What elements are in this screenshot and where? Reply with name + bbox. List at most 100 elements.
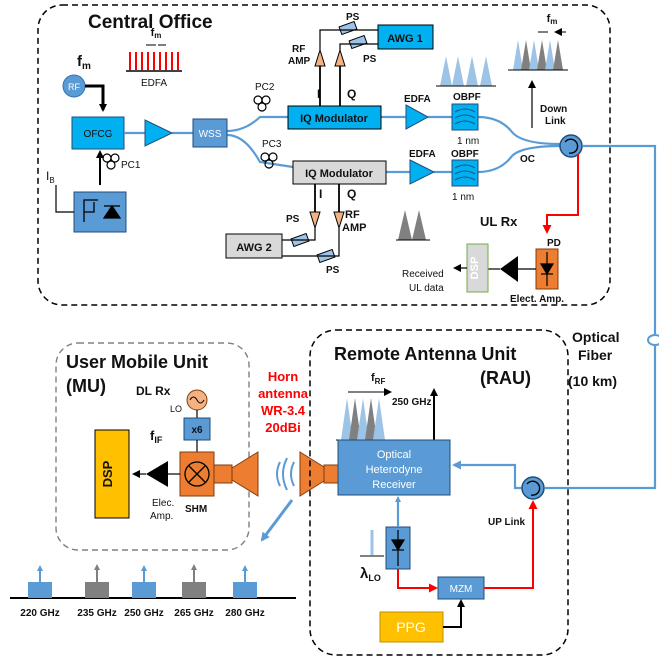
fiber-label-1: Optical [572, 329, 619, 345]
spectrum-label-280: 280 GHz [225, 608, 264, 619]
mu-dsp-block [94, 429, 130, 519]
spectrum-label-235: 235 GHz [77, 608, 116, 619]
frf-label: fRF [371, 372, 385, 386]
mu-horn-antenna-icon [231, 451, 259, 497]
pc1-label: PC1 [121, 160, 141, 171]
ul-rx-label: UL Rx [480, 214, 518, 229]
pc2-icon [253, 95, 271, 112]
iq-modulator-top-label: IQ Modulator [300, 113, 369, 125]
receiver-label-3: Receiver [372, 479, 416, 491]
down-link-label-2: Link [545, 116, 566, 127]
lo-sine-icon [189, 396, 205, 404]
obpf-top-icon [454, 108, 476, 125]
photodiode-icon [539, 252, 555, 286]
rf-to-ofcg-arrow [85, 84, 107, 112]
spectrum-label-220: 220 GHz [20, 608, 59, 619]
rf-amp-bottom-2 [333, 211, 345, 230]
received-label-2: UL data [409, 283, 444, 294]
lo-label: LO [170, 404, 182, 414]
awg1-label: AWG 1 [387, 33, 422, 45]
lambda-lo-marker [360, 530, 384, 557]
edfa-top-label: EDFA [404, 94, 431, 105]
fm-label: fm [77, 53, 91, 72]
fiber-spool-icon [647, 334, 659, 346]
mu-elec-amp-label-2: Amp. [150, 511, 173, 522]
awg1-i-path [319, 29, 378, 50]
rau-horn-waveguide [323, 464, 339, 484]
awg2-block [225, 233, 283, 259]
receiver-label-2: Heterodyne [366, 464, 423, 476]
lo-to-mzm-red [397, 569, 438, 593]
rau-boundary [309, 329, 569, 656]
up-link-label: UP Link [488, 517, 525, 528]
circulator-to-receiver [452, 460, 522, 490]
rau-circulator-arrow [526, 480, 541, 496]
pc2-label: PC2 [255, 82, 275, 93]
rau-horn-antenna-icon [299, 451, 325, 497]
awg2-label: AWG 2 [236, 242, 271, 254]
downlink-spectrum [508, 40, 568, 71]
awg1-q-path [339, 43, 378, 50]
mzm-to-circulator-red [484, 500, 538, 589]
rf-amp-top-2 [334, 48, 346, 67]
awg2-q-path [282, 228, 340, 257]
pc3-label: PC3 [262, 139, 282, 150]
edfa-top-amplifier [405, 104, 430, 130]
fif-label: fIF [150, 428, 163, 445]
mu-elec-amp-triangle [146, 461, 168, 487]
ps-bottom-label-1: PS [286, 214, 300, 225]
iq-top-q-label: Q [347, 87, 356, 101]
spectrum-label-265: 265 GHz [174, 608, 213, 619]
rau-250ghz-label: 250 GHz [392, 397, 431, 408]
dl-rx-label: DL Rx [136, 384, 171, 398]
iq-bottom-i-label: I [319, 187, 322, 201]
received-label-1: Received [402, 269, 444, 280]
rf-amp-bottom-1 [309, 211, 321, 230]
horn-label-3: WR-3.4 [261, 403, 306, 418]
mzm-label: MZM [450, 584, 473, 595]
spectrum-label-250: 250 GHz [124, 608, 163, 619]
ps-top-label-1: PS [346, 12, 360, 23]
lambda-lo-label: λLO [360, 565, 381, 583]
rf-source-label: RF [68, 82, 80, 92]
edfa-bottom-amplifier [409, 159, 436, 185]
ib-label: IB [46, 169, 55, 185]
co-fiber-paths [124, 115, 657, 336]
fiber-to-rau [545, 345, 657, 490]
fiber-label-2: Fiber [578, 347, 613, 363]
horn-label-2: antenna [258, 386, 309, 401]
central-office-boundary [37, 4, 611, 306]
phase-shifter-top-1 [338, 20, 358, 36]
oc-label: OC [520, 154, 535, 165]
rau-title-2: (RAU) [480, 368, 531, 388]
mobile-unit-boundary [55, 342, 250, 551]
elect-amp-triangle [500, 256, 518, 282]
ps-top-label-2: PS [363, 54, 377, 65]
ofcg-label: OFCG [84, 129, 113, 140]
receiver-label-1: Optical [377, 449, 411, 461]
heterodyne-receiver-block [337, 439, 451, 496]
co-circulator-arrow [564, 138, 579, 154]
ul-spectrum [396, 210, 430, 241]
ppg-block [379, 611, 444, 643]
mu-elec-amp-label-1: Elec. [152, 498, 174, 509]
obpf-bottom-bw: 1 nm [452, 192, 474, 203]
ib-connection [55, 185, 74, 213]
laser-source-block [73, 191, 127, 233]
horn-label-4: 20dBi [265, 420, 300, 435]
ofcg-block [71, 116, 125, 150]
mobile-unit-title-1: User Mobile Unit [66, 352, 208, 372]
wss-label: WSS [199, 129, 222, 140]
iq-bottom-q-label: Q [347, 187, 356, 201]
lo-laser-icon [390, 530, 406, 566]
wireless-wave-icon [276, 457, 295, 491]
awg2-i-path [282, 228, 316, 241]
pc3-icon [260, 152, 278, 169]
rf-amp-bottom-label-1: RF [345, 209, 360, 221]
obpf-top-spectrum [436, 56, 496, 87]
phase-shifter-top-2 [348, 34, 368, 50]
uplink-red-path-co [542, 154, 579, 234]
wss-block [192, 118, 228, 148]
ul-dsp-label: DSP [469, 257, 481, 280]
